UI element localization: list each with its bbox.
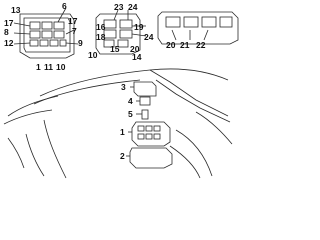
callout-24b: 24 [144, 32, 154, 42]
part-4-relay [136, 96, 151, 106]
callout-20a: 20 [130, 44, 140, 54]
left-fuse-box [13, 7, 79, 59]
callout-24a: 24 [128, 2, 138, 12]
callout-22: 22 [196, 40, 206, 50]
callout-1: 1 [120, 127, 125, 137]
callout-11: 11 [44, 62, 53, 72]
callout-21: 21 [180, 40, 190, 50]
callout-4: 4 [128, 96, 133, 106]
callout-9: 9 [78, 38, 83, 48]
callout-13: 13 [11, 5, 21, 15]
callout-3: 3 [121, 82, 126, 92]
part-1-fuse-box [128, 121, 171, 147]
callout-17b: 17 [68, 16, 78, 26]
callout-17a: 17 [4, 18, 14, 28]
callout-10a: 10 [88, 50, 98, 60]
right-connector-block [157, 11, 239, 45]
callout-15: 15 [110, 44, 120, 54]
callout-16: 16 [96, 22, 106, 32]
callout-20b: 20 [166, 40, 176, 50]
middle-fuse-box [95, 9, 147, 55]
callout-10b: 10 [56, 62, 66, 72]
callout-6: 6 [62, 1, 67, 11]
diagram-svg: 13 6 17 17 8 7 12 9 10 1 11 10 23 24 16 … [3, 1, 239, 179]
part-5-fuse [136, 109, 149, 120]
callout-14: 14 [132, 52, 142, 62]
callout-1-11: 1 [36, 62, 41, 72]
callout-7: 7 [72, 26, 77, 36]
callout-8: 8 [4, 27, 9, 37]
part-2-bracket [126, 147, 173, 169]
callout-19: 19 [134, 22, 144, 32]
part-3-relay [130, 81, 157, 97]
callout-2: 2 [120, 151, 125, 161]
callout-23: 23 [114, 2, 124, 12]
vehicle-body-outline [3, 68, 233, 179]
callout-12: 12 [4, 38, 14, 48]
callout-18: 18 [96, 32, 106, 42]
parts-diagram: 13 6 17 17 8 7 12 9 10 1 11 10 23 24 16 … [3, 1, 239, 179]
callout-5: 5 [128, 109, 133, 119]
